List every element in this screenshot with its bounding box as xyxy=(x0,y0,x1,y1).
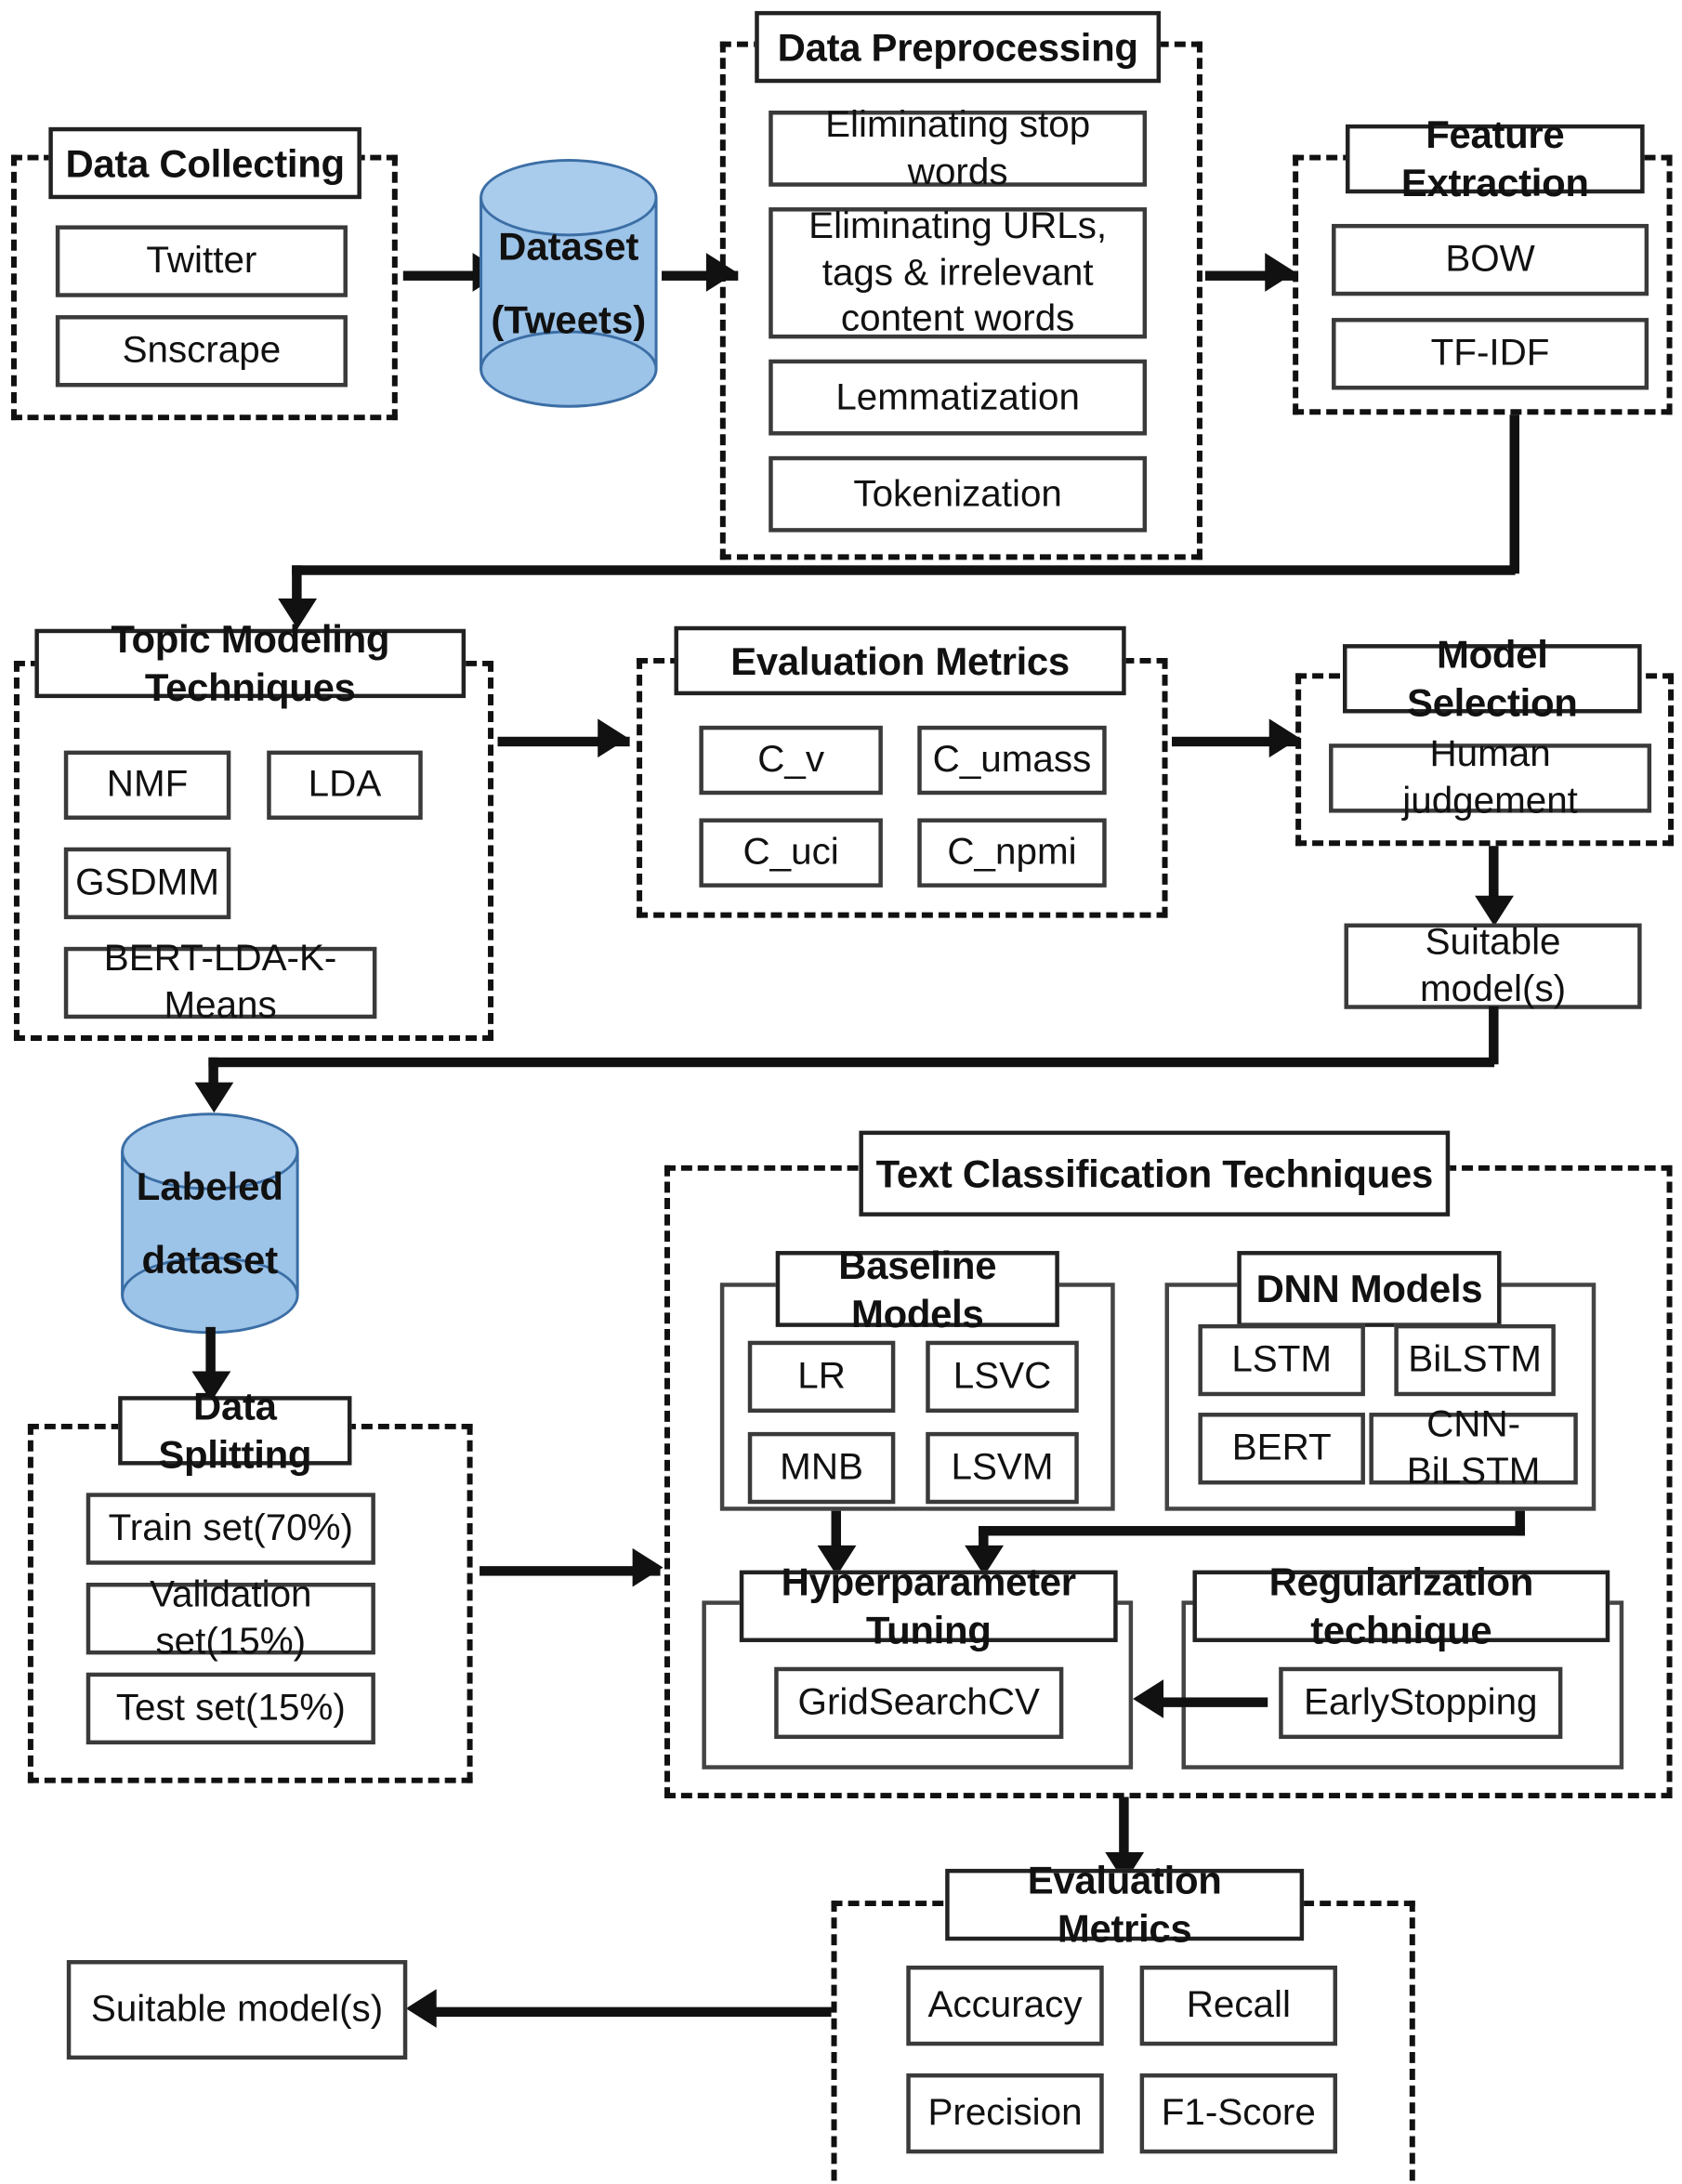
connector-splitting-to-classification xyxy=(480,1566,661,1576)
data-collecting-title: Data Collecting xyxy=(48,126,361,200)
preprocessing-item-stopwords: Eliminating stop words xyxy=(769,103,1148,191)
connector-baseline-to-tuning xyxy=(831,1510,841,1556)
arrowhead-eval-to-suitable-bottom xyxy=(405,1989,437,2028)
feature-extraction-item-tfidf: TF-IDF xyxy=(1332,318,1649,390)
eval-metrics-topic-item-cnpmi: C_npmi xyxy=(917,818,1107,888)
data-collecting-item-twitter: Twitter xyxy=(55,225,348,297)
dnn-item-bilstm: BiLSTM xyxy=(1394,1323,1556,1397)
arrowhead-eval-to-model-selection xyxy=(1268,718,1300,758)
regularization-title: Regularization technique xyxy=(1192,1560,1610,1651)
eval-metrics-topic-item-cumass: C_umass xyxy=(917,725,1107,796)
data-splitting-title: Data Splitting xyxy=(118,1385,352,1476)
eval-metrics-item-accuracy: Accuracy xyxy=(906,1966,1104,2046)
connector-dnn-down xyxy=(1515,1510,1525,1536)
model-selection-title: Model Selection xyxy=(1343,633,1642,724)
connector-collecting-to-dataset xyxy=(402,270,480,281)
connector-preprocessing-to-feature xyxy=(1204,270,1296,281)
labeled-dataset-line1: Labeled xyxy=(136,1164,284,1208)
dnn-item-lstm: LSTM xyxy=(1198,1323,1365,1397)
feature-extraction-item-bow: BOW xyxy=(1332,223,1649,296)
preprocessing-item-urls-tags: Eliminating URLs, tags & irrelevant cont… xyxy=(769,204,1148,339)
arrowhead-model-selection-down xyxy=(1475,895,1514,927)
text-classification-title: Text Classification Techniques xyxy=(859,1130,1451,1217)
preprocessing-item-lemmatization: Lemmatization xyxy=(769,359,1148,436)
data-splitting-item-validation: Validation set(15%) xyxy=(85,1573,375,1662)
cylinder-bottom xyxy=(480,330,658,408)
labeled-dataset-label: Labeled dataset xyxy=(121,1112,298,1334)
labeled-dataset-cylinder: Labeled dataset xyxy=(121,1112,299,1335)
connector-eval-to-model-selection xyxy=(1172,736,1300,747)
connector-into-labeled-dataset xyxy=(208,1057,218,1092)
model-selection-item-human-judgement: Human judgement xyxy=(1329,733,1652,821)
baseline-item-mnb: MNB xyxy=(747,1431,896,1505)
connector-into-topic-modeling xyxy=(292,565,302,607)
connector-eval-to-suitable-bottom xyxy=(430,2006,832,2018)
baseline-item-lr: LR xyxy=(747,1340,896,1414)
connector-suitable-top-left xyxy=(208,1057,1495,1068)
data-preprocessing-title: Data Preprocessing xyxy=(755,10,1162,84)
eval-metrics-item-f1score: F1-Score xyxy=(1139,2073,1338,2154)
baseline-models-title: Baseline Models xyxy=(775,1243,1059,1335)
dataset-cylinder: Dataset (Tweets) xyxy=(480,159,658,408)
eval-metrics-topic-title: Evaluation Metrics xyxy=(674,625,1126,696)
dnn-item-bert: BERT xyxy=(1198,1413,1365,1485)
dataset-cylinder-label: Dataset (Tweets) xyxy=(480,159,657,408)
eval-metrics-item-recall: Recall xyxy=(1139,1966,1338,2046)
arrowhead-into-topic-modeling xyxy=(278,599,318,629)
suitable-models-bottom: Suitable model(s) xyxy=(66,1960,408,2060)
eval-metrics-topic-item-cv: C_v xyxy=(699,725,883,796)
regularization-item-earlystopping: EarlyStopping xyxy=(1279,1666,1563,1740)
eval-metrics-topic-item-cuci: C_uci xyxy=(699,818,883,888)
dataset-label-line1: Dataset xyxy=(498,225,639,269)
arrowhead-splitting-to-classification xyxy=(632,1547,664,1587)
hyperparameter-tuning-title: Hyperparameter Tuning xyxy=(739,1560,1118,1651)
arrowhead-topic-to-eval xyxy=(598,718,629,758)
arrowhead-preprocessing-to-feature xyxy=(1265,253,1296,292)
eval-metrics-classification-title: Evaluation Metrics xyxy=(945,1859,1305,1951)
arrowhead-into-labeled-dataset xyxy=(194,1082,234,1113)
feature-extraction-title: Feature Extraction xyxy=(1346,113,1645,204)
connector-suitable-top-down xyxy=(1489,1006,1499,1065)
cylinder-top xyxy=(480,159,658,237)
data-splitting-item-test: Test set(15%) xyxy=(85,1672,375,1745)
suitable-models-top: Suitable model(s) xyxy=(1344,921,1642,1009)
baseline-item-lsvm: LSVM xyxy=(926,1431,1079,1505)
connector-regularization-to-tuning xyxy=(1153,1697,1268,1707)
dataset-label-line2: (Tweets) xyxy=(491,298,647,342)
baseline-item-lsvc: LSVC xyxy=(926,1340,1079,1414)
connector-classification-to-eval xyxy=(1119,1796,1129,1863)
topic-modeling-title: Topic Modeling Techniques xyxy=(34,618,466,709)
topic-modeling-item-lda: LDA xyxy=(267,750,423,820)
connector-model-selection-down xyxy=(1489,846,1499,909)
hyperparameter-item-gridsearchcv: GridSearchCV xyxy=(774,1666,1064,1740)
topic-modeling-item-nmf: NMF xyxy=(63,750,231,820)
connector-dataset-to-preprocessing xyxy=(662,270,739,281)
dnn-item-cnn-bilstm: CNN-BiLSTM xyxy=(1369,1403,1578,1492)
eval-metrics-item-precision: Precision xyxy=(906,2073,1104,2154)
connector-dnn-left xyxy=(979,1526,1525,1536)
connector-topic-to-eval xyxy=(497,736,630,747)
dnn-models-title: DNN Models xyxy=(1237,1251,1502,1327)
connector-feature-down xyxy=(1509,414,1519,574)
data-collecting-item-snscrape: Snscrape xyxy=(55,315,348,388)
arrowhead-regularization-to-tuning xyxy=(1133,1679,1164,1718)
data-splitting-item-train: Train set(70%) xyxy=(85,1493,375,1565)
topic-modeling-item-bert-lda-kmeans: BERT-LDA-K-Means xyxy=(63,938,377,1026)
connector-dnn-into-tuning xyxy=(979,1526,989,1557)
connector-feature-left xyxy=(292,565,1516,575)
labeled-dataset-line2: dataset xyxy=(141,1238,279,1282)
cylinder-top xyxy=(121,1112,299,1191)
preprocessing-item-tokenization: Tokenization xyxy=(769,455,1148,533)
connector-labeled-to-splitting xyxy=(205,1326,216,1383)
topic-modeling-item-gsdmm: GSDMM xyxy=(63,847,231,920)
